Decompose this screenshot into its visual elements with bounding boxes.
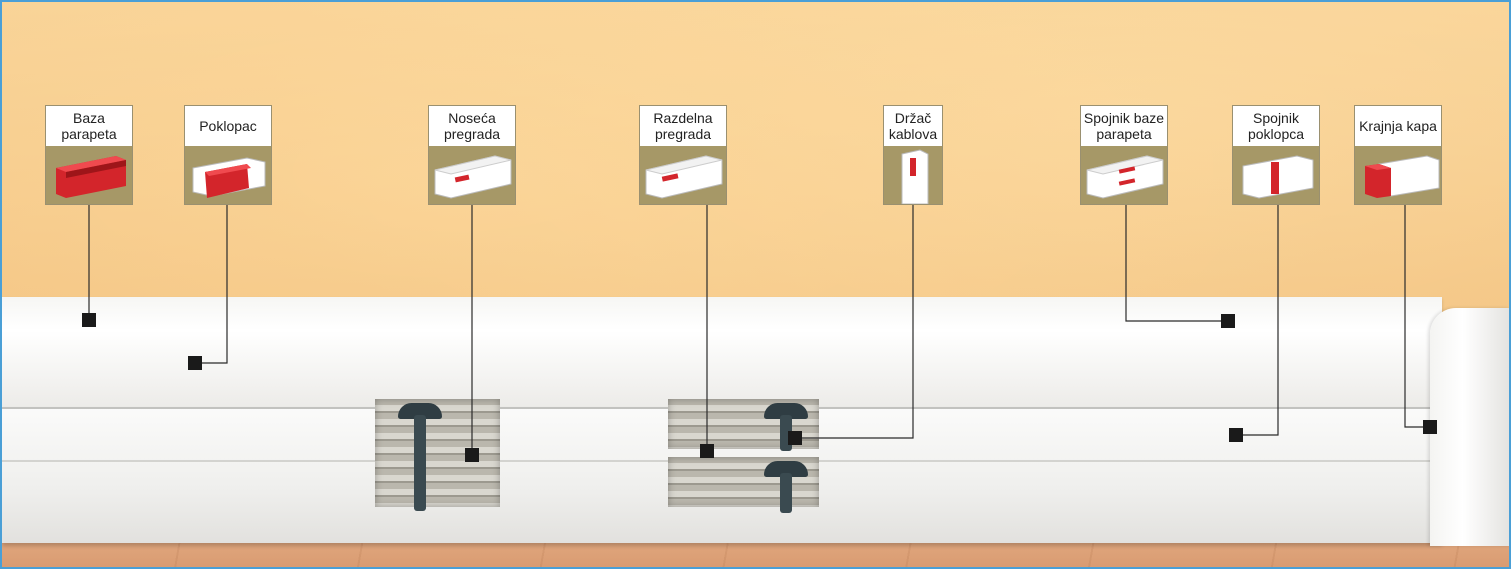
- label-text: Noseća pregrada: [429, 106, 515, 146]
- label-text: Razdelna pregrada: [640, 106, 726, 146]
- cover-icon: [185, 146, 271, 204]
- label-text: Spojnik poklopca: [1233, 106, 1319, 146]
- label-drzac-kablova: Držač kablova: [883, 105, 943, 205]
- label-poklopac: Poklopac: [184, 105, 272, 205]
- label-text: Držač kablova: [884, 106, 942, 146]
- label-razdelna-pregrada: Razdelna pregrada: [639, 105, 727, 205]
- label-krajnja-kapa: Krajnja kapa: [1354, 105, 1442, 205]
- label-spojnik-poklopca: Spojnik poklopca: [1232, 105, 1320, 205]
- dividing-partition-icon: [640, 146, 726, 204]
- label-noseca-pregrada: Noseća pregrada: [428, 105, 516, 205]
- label-spojnik-baze-parapeta: Spojnik baze parapeta: [1080, 105, 1168, 205]
- end-cap-icon: [1355, 146, 1441, 204]
- marker-baza: [82, 313, 96, 327]
- marker-razdelna: [700, 444, 714, 458]
- marker-poklopac: [188, 356, 202, 370]
- base-joint-icon: [1081, 146, 1167, 204]
- marker-krajnja: [1423, 420, 1437, 434]
- cover-joint-icon: [1233, 146, 1319, 204]
- cable-holder-icon: [884, 146, 942, 204]
- marker-noseca: [465, 448, 479, 462]
- duct-base-icon: [46, 146, 132, 204]
- support-partition-icon: [429, 146, 515, 204]
- label-text: Spojnik baze parapeta: [1081, 106, 1167, 146]
- marker-spojnik-baze: [1221, 314, 1235, 328]
- label-baza-parapeta: Baza parapeta: [45, 105, 133, 205]
- label-text: Krajnja kapa: [1355, 106, 1441, 146]
- label-text: Poklopac: [185, 106, 271, 146]
- label-text: Baza parapeta: [46, 106, 132, 146]
- marker-spojnik-poklopca: [1229, 428, 1243, 442]
- marker-drzac: [788, 431, 802, 445]
